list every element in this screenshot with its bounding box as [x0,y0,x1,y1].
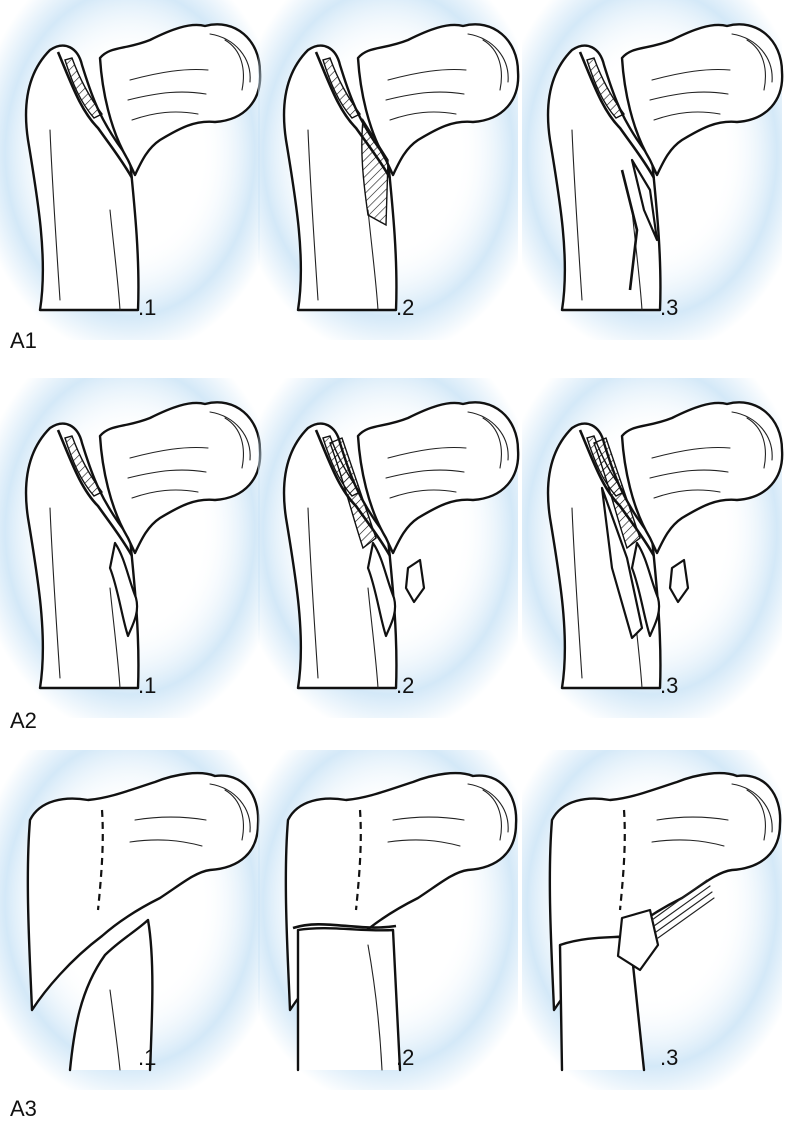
panel-sublabel: .1 [138,673,156,698]
panel-a1-3: .3 [522,0,782,340]
panel-sublabel: .2 [396,673,414,698]
panel-a3-2: .2 [258,750,518,1090]
row-label: A1 [10,328,37,353]
panel-a1-2: .2 [258,0,518,340]
panel-sublabel: .1 [138,295,156,320]
panel-sublabel: .2 [396,295,414,320]
panel-a3-1: .1 [0,750,260,1090]
panel-sublabel: .3 [660,1045,678,1070]
panel-sublabel: .3 [660,673,678,698]
panel-a2-3: .3 [522,378,782,718]
panel-a2-2: .2 [258,378,518,718]
distal-shaft [298,928,400,1070]
panel-sublabel: .1 [138,1045,156,1070]
panel-sublabel: .2 [396,1045,414,1070]
panel-a2-1: .1 [0,378,260,718]
row-label: A2 [10,708,37,733]
panel-a1-1: .1 [0,0,260,340]
row-label: A3 [10,1096,37,1121]
panel-a3-3: .3 [522,750,782,1090]
panel-sublabel: .3 [660,295,678,320]
